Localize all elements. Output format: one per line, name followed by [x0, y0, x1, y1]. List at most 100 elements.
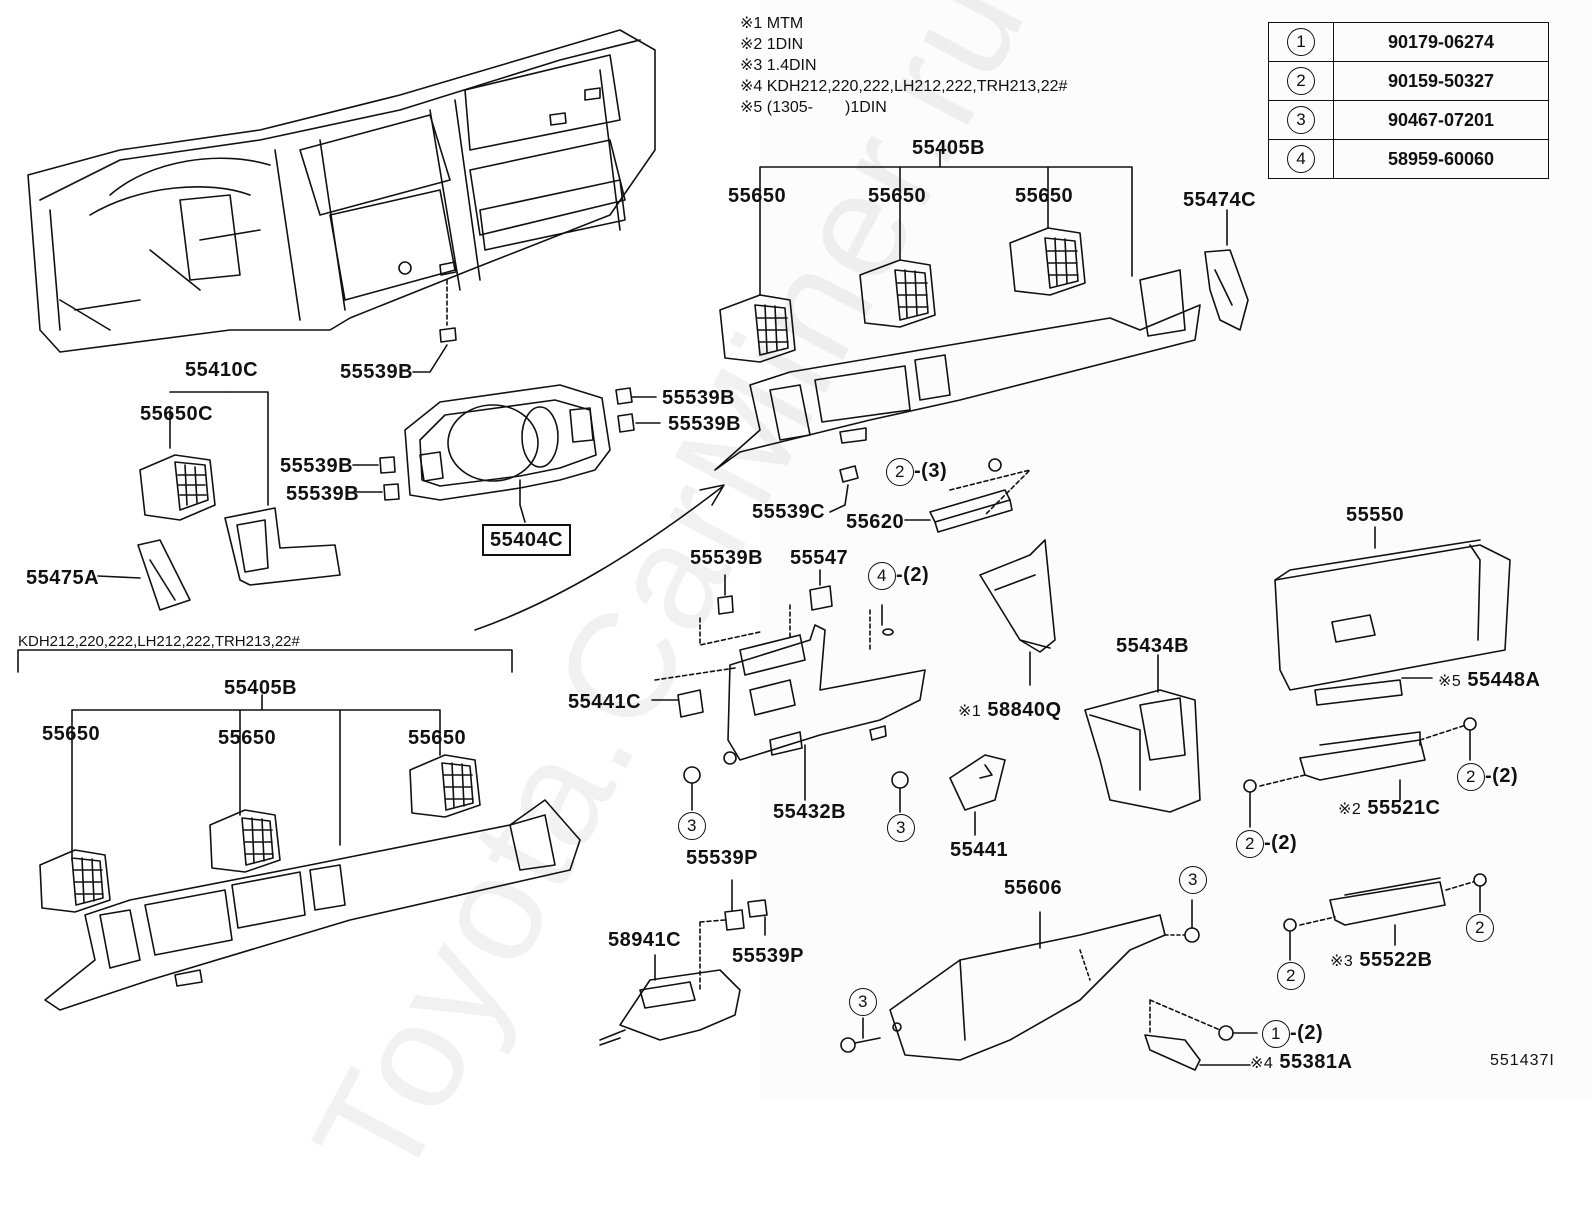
table-row: 1 90179-06274: [1268, 22, 1549, 62]
fastener-2-icon: 2: [886, 458, 914, 486]
bracket-55381A: [1144, 999, 1234, 1071]
part-label-55539B[interactable]: 55539B: [286, 483, 360, 505]
part-label-55550[interactable]: 55550: [1346, 504, 1405, 526]
fastener-1-icon: 1: [1262, 1020, 1290, 1048]
fastener-3-marker: 3: [1179, 866, 1207, 894]
part-label-55539B[interactable]: 55539B: [690, 547, 764, 569]
part-label-55474C[interactable]: 55474C: [1183, 189, 1257, 211]
part-label-55606[interactable]: 55606: [1004, 877, 1063, 899]
variant-bracket: [17, 649, 513, 673]
screw-left: [683, 766, 701, 784]
switch-55539P: [699, 879, 768, 991]
drawing-code: 551437I: [1490, 1052, 1555, 1069]
fastener-3-icon: 3: [887, 814, 915, 842]
part-label-55404C-highlighted[interactable]: 55404C: [482, 524, 572, 556]
clip-4: [383, 483, 400, 501]
part-label-55522B[interactable]: ※3 55522B: [1330, 949, 1433, 971]
vent-55650-a: [719, 294, 796, 363]
part-label-58941C[interactable]: 58941C: [608, 929, 682, 951]
ref-part-4: 58959-60060: [1333, 139, 1549, 179]
part-label-55539B[interactable]: 55539B: [340, 361, 414, 383]
leader-55539B-1: [412, 344, 448, 373]
part-label-55650[interactable]: 55650: [728, 185, 787, 207]
vent-55650-c: [1009, 227, 1086, 296]
glovebox-55550: [1274, 539, 1511, 691]
part-label-55539C[interactable]: 55539C: [752, 501, 826, 523]
part-label-55432B[interactable]: 55432B: [773, 801, 847, 823]
leader-55410C: [229, 391, 269, 506]
table-row: 2 90159-50327: [1268, 61, 1549, 101]
radio-55521C: [1243, 717, 1477, 793]
part-label-55434B[interactable]: 55434B: [1116, 635, 1190, 657]
fastener-3-marker: 3: [678, 812, 706, 840]
part-label-55650[interactable]: 55650: [218, 727, 277, 749]
ref-part-3: 90467-07201: [1333, 100, 1549, 140]
vent-55650-f: [409, 754, 481, 818]
note-3: ※3 1.4DIN: [740, 57, 817, 74]
lower-cover-55606: [889, 914, 1166, 1061]
note-2: ※2 1DIN: [740, 36, 804, 53]
part-label-55650[interactable]: 55650: [868, 185, 927, 207]
vent-55650-b: [859, 259, 936, 328]
part-label-55441[interactable]: 55441: [950, 839, 1009, 861]
callout-clip-4: 4-(2): [868, 562, 929, 590]
part-label-55539B[interactable]: 55539B: [662, 387, 736, 409]
fastener-3-marker: 3: [849, 988, 877, 1016]
part-label-58840Q[interactable]: ※1 58840Q: [958, 699, 1062, 721]
table-row: 3 90467-07201: [1268, 100, 1549, 140]
fastener-2-marker: 2: [1277, 962, 1305, 990]
part-label-55547[interactable]: 55547: [790, 547, 849, 569]
part-label-55410C[interactable]: 55410C: [185, 359, 259, 381]
part-label-55521C[interactable]: ※2 55521C: [1338, 797, 1441, 819]
note-1: ※1 MTM: [740, 15, 804, 32]
part-label-55620[interactable]: 55620: [846, 511, 905, 533]
vent-55650-e: [209, 809, 281, 873]
part-label-55405B[interactable]: 55405B: [224, 677, 298, 699]
part-label-55441C[interactable]: 55441C: [568, 691, 642, 713]
part-label-55448A[interactable]: ※5 55448A: [1438, 669, 1541, 691]
part-label-55650[interactable]: 55650: [42, 723, 101, 745]
ref-number-3: 3: [1287, 106, 1315, 134]
part-label-55539B[interactable]: 55539B: [280, 455, 354, 477]
ref-part-2: 90159-50327: [1333, 61, 1549, 101]
fastener-2-icon: 2: [1457, 763, 1485, 791]
dashboard-frame-drawing: [27, 29, 656, 353]
part-label-55539B[interactable]: 55539B: [668, 413, 742, 435]
clip-1: [615, 387, 633, 405]
callout-screw-left: 2-(2): [1236, 830, 1297, 858]
ref-part-1: 90179-06274: [1333, 22, 1549, 62]
fastener-3-icon: 3: [678, 812, 706, 840]
callout-55620: 2-(3): [886, 458, 947, 486]
fastener-2-marker: 2: [1466, 914, 1494, 942]
part-label-55381A[interactable]: ※4 55381A: [1250, 1051, 1353, 1073]
fastener-4-icon: 4: [868, 562, 896, 590]
screw-mid: [891, 771, 909, 789]
screw-55606-top: [1184, 927, 1200, 943]
dash-panel-55405B-bottom: [44, 799, 581, 1011]
part-label-55475A[interactable]: 55475A: [26, 567, 100, 589]
fastener-2-icon: 2: [1277, 962, 1305, 990]
lower-panel-55432B: [654, 604, 926, 765]
fastener-3-icon: 3: [1179, 866, 1207, 894]
end-cap-55474C: [1204, 249, 1249, 331]
clip-leaders: [352, 396, 661, 493]
leader-55539C: [829, 484, 849, 513]
cluster-panel-drawing: [404, 384, 611, 523]
note-4: ※4 KDH212,220,222,LH212,222,TRH213,22#: [740, 78, 1068, 95]
fastener-3-icon: 3: [849, 988, 877, 1016]
leader-55475A: [97, 575, 141, 579]
clip-3: [379, 456, 396, 474]
part-label-55650[interactable]: 55650: [408, 727, 467, 749]
ref-number-1: 1: [1287, 28, 1315, 56]
part-label-55405B[interactable]: 55405B: [912, 137, 986, 159]
part-label-55650C[interactable]: 55650C: [140, 403, 214, 425]
line-art: [17, 29, 1511, 1071]
panel-55441: [949, 754, 1006, 811]
callout-screw-55381A: 1-(2): [1262, 1020, 1323, 1048]
part-label-55539P[interactable]: 55539P: [732, 945, 804, 967]
table-row: 4 58959-60060: [1268, 139, 1549, 179]
part-label-55650[interactable]: 55650: [1015, 185, 1074, 207]
part-label-55539P[interactable]: 55539P: [686, 847, 758, 869]
clip-55547: [809, 585, 833, 611]
radio-55522B: [1283, 873, 1487, 932]
